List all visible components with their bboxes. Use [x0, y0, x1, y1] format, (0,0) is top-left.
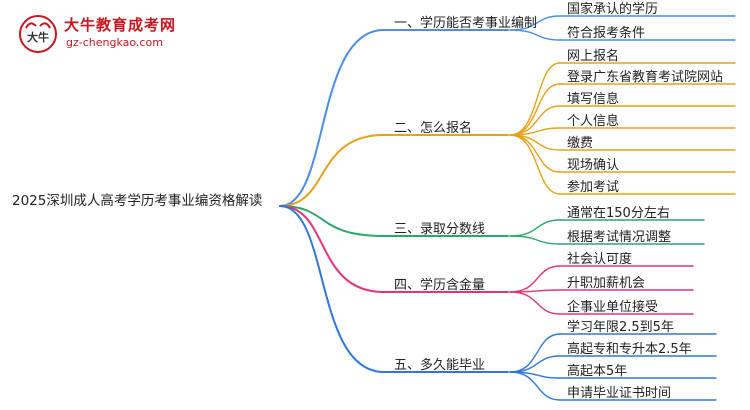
branch-topic: 三、录取分数线	[394, 222, 486, 237]
child-topic: 现场确认	[567, 158, 620, 173]
child-topic: 升职加薪机会	[567, 276, 646, 291]
child-topic: 企事业单位接受	[567, 300, 659, 315]
child-topic: 填写信息	[567, 92, 620, 107]
branch-connector	[279, 29, 385, 207]
child-topic: 国家承认的学历	[567, 2, 659, 17]
branch-topic: 五、多久能毕业	[394, 358, 486, 373]
branch-connector	[279, 205, 385, 293]
child-topic: 根据考试情况调整	[567, 230, 672, 245]
site-logo[interactable]: 大牛 大牛教育成考网 gz-chengkao.com	[18, 12, 238, 60]
child-connector	[509, 235, 561, 245]
branch-connector	[279, 134, 385, 207]
child-connector	[509, 291, 561, 315]
child-topic: 高起本5年	[567, 364, 628, 379]
child-topic: 高起专和专升本2.5年	[567, 342, 692, 357]
child-topic: 符合报考条件	[567, 26, 646, 41]
child-topic: 缴费	[567, 136, 594, 151]
branch-connector	[279, 205, 385, 237]
child-topic: 个人信息	[567, 114, 620, 129]
child-topic: 网上报名	[567, 49, 620, 64]
child-topic: 学习年限2.5到5年	[567, 320, 674, 335]
child-connector	[509, 265, 561, 293]
root-topic: 2025深圳成人高考学历考事业编资格解读	[12, 193, 263, 209]
child-connector	[509, 333, 561, 373]
logo-title: 大牛教育成考网	[64, 16, 177, 34]
child-connector	[509, 134, 561, 195]
child-connector	[509, 134, 561, 151]
logo-url: gz-chengkao.com	[66, 36, 163, 49]
child-connector	[509, 355, 561, 373]
svg-text:大牛: 大牛	[27, 30, 49, 44]
child-topic: 登录广东省教育考试院网站	[567, 70, 724, 85]
branch-topic: 一、学历能否考事业编制	[394, 16, 538, 31]
child-connector	[509, 105, 561, 136]
child-connector	[509, 219, 561, 237]
child-topic: 通常在150分左右	[567, 206, 670, 221]
branch-connector	[279, 205, 385, 373]
child-topic: 申请毕业证书时间	[567, 386, 672, 401]
child-connector	[509, 371, 561, 401]
child-connector	[509, 83, 561, 136]
branch-topic: 二、怎么报名	[394, 121, 473, 136]
child-connector	[509, 62, 561, 136]
child-connector	[509, 29, 561, 41]
child-topic: 社会认可度	[567, 252, 633, 267]
child-topic: 参加考试	[567, 180, 620, 195]
branch-topic: 四、学历含金量	[394, 278, 486, 293]
bull-logo-icon: 大牛	[19, 15, 57, 53]
